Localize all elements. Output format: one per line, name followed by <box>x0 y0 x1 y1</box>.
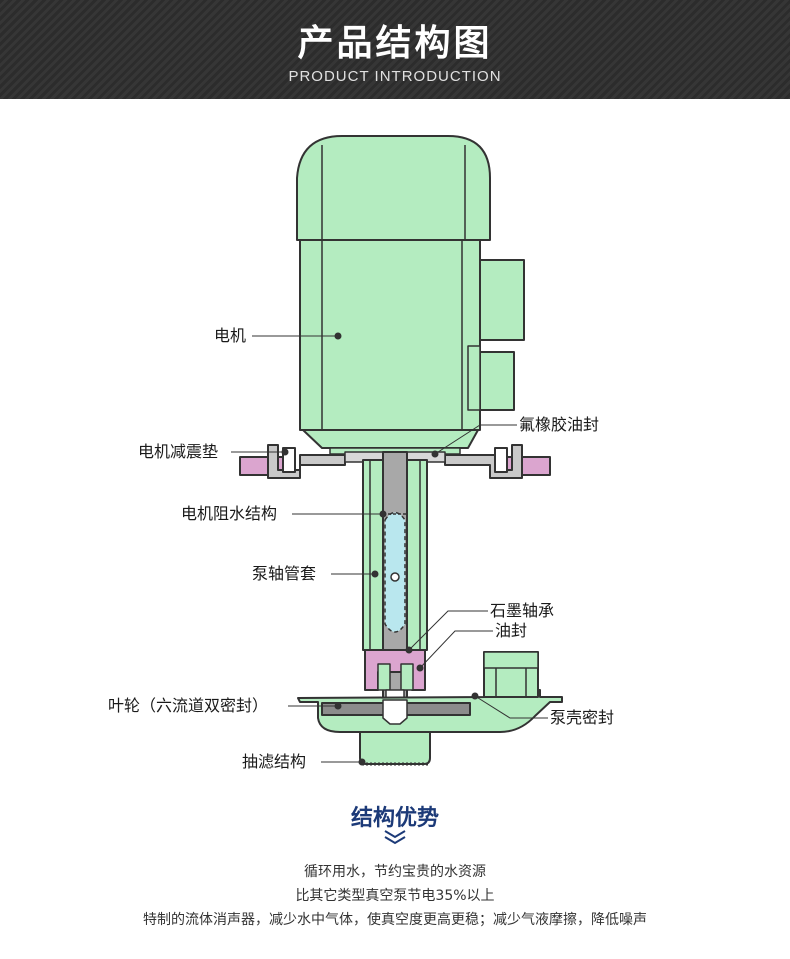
advantage-item: 特制的流体消声器，减少水中气体，使真空度更高更稳；减少气液摩擦，降低噪声 <box>143 912 647 928</box>
label-impeller: 叶轮（六流道双密封） <box>108 696 269 715</box>
page-subtitle: PRODUCT INTRODUCTION <box>288 68 502 85</box>
header-banner: 产品结构图 PRODUCT INTRODUCTION <box>0 0 790 99</box>
leader-oil-seal <box>419 630 493 669</box>
leader-housing-seal <box>474 695 548 719</box>
label-shaft-sleeve: 泵轴管套 <box>252 564 317 583</box>
motor-cap <box>296 135 491 241</box>
label-water-block: 电机阻水结构 <box>181 504 278 523</box>
graphite-bearing <box>377 663 391 691</box>
damper-pad-right <box>494 447 508 473</box>
label-housing-seal: 泵壳密封 <box>550 708 615 727</box>
mount-bracket <box>267 444 523 479</box>
shaft-pin <box>390 572 400 582</box>
advantages-title: 结构优势 <box>350 806 439 831</box>
label-graphite-bearing: 石墨轴承 <box>490 601 555 620</box>
motor-flange <box>302 429 479 449</box>
oil-seal-ring <box>400 663 414 691</box>
label-oil-seal: 油封 <box>495 621 528 640</box>
leader-graphite-bearing <box>408 610 488 651</box>
terminal-box-lower <box>479 351 515 411</box>
label-motor: 电机 <box>214 326 247 345</box>
label-motor-damper: 电机减震垫 <box>138 442 219 461</box>
leader-rubber-seal <box>434 424 517 455</box>
advantage-item: 比其它类型真空泵节电35%以上 <box>295 888 495 904</box>
pump-structure-diagram <box>231 135 563 766</box>
page-title: 产品结构图 <box>297 23 493 64</box>
label-filter: 抽滤结构 <box>242 752 307 771</box>
advantage-item: 循环用水，节约宝贵的水资源 <box>304 864 486 880</box>
motor-body <box>299 239 481 431</box>
chevron-down-icon <box>384 830 406 845</box>
terminal-box-upper <box>479 259 525 341</box>
filter-intake <box>359 731 431 765</box>
label-rubber-seal: 氟橡胶油封 <box>519 415 600 434</box>
